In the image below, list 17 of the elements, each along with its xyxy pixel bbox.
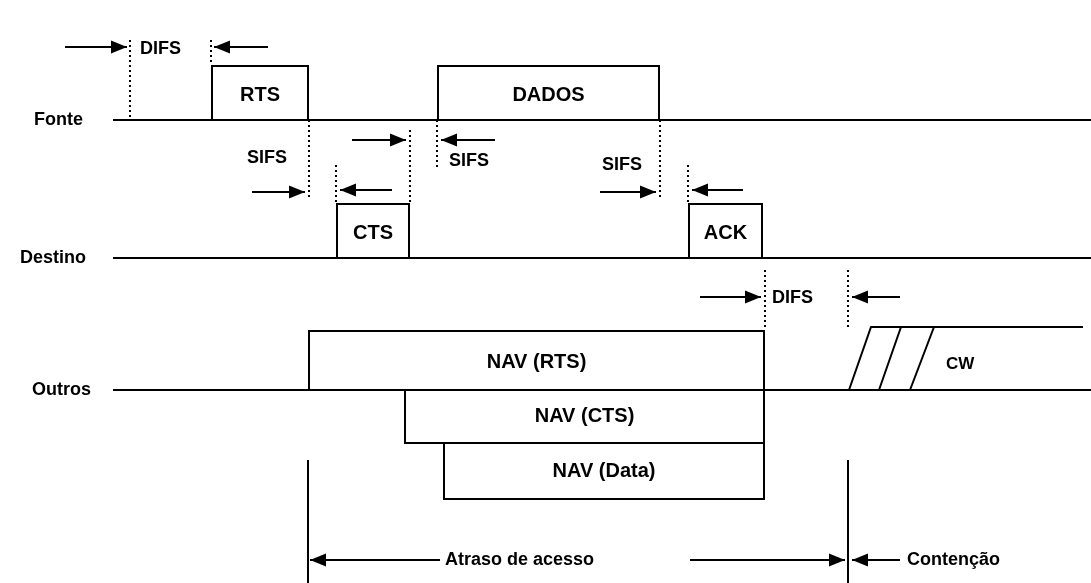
frame-box bbox=[211, 65, 309, 121]
frame-label: NAV (CTS) bbox=[534, 404, 635, 427]
frame-box bbox=[437, 65, 660, 121]
frame-label: CTS bbox=[353, 220, 393, 244]
frame-label: NAV (RTS) bbox=[486, 350, 587, 373]
frame-box bbox=[336, 203, 410, 259]
frame-label: ACK bbox=[703, 220, 748, 244]
nav-bar bbox=[308, 330, 765, 391]
frame-label: CW bbox=[946, 354, 975, 374]
nav-bar bbox=[443, 443, 765, 500]
frame-label: RTS bbox=[240, 82, 280, 106]
frame-box bbox=[688, 203, 763, 259]
frame-label: DADOS bbox=[512, 82, 585, 106]
dimension-label: Contenção bbox=[905, 549, 1002, 569]
nav-bar bbox=[404, 389, 765, 444]
frame-label: NAV (Data) bbox=[552, 459, 656, 482]
contention-window-shape bbox=[848, 325, 1083, 391]
